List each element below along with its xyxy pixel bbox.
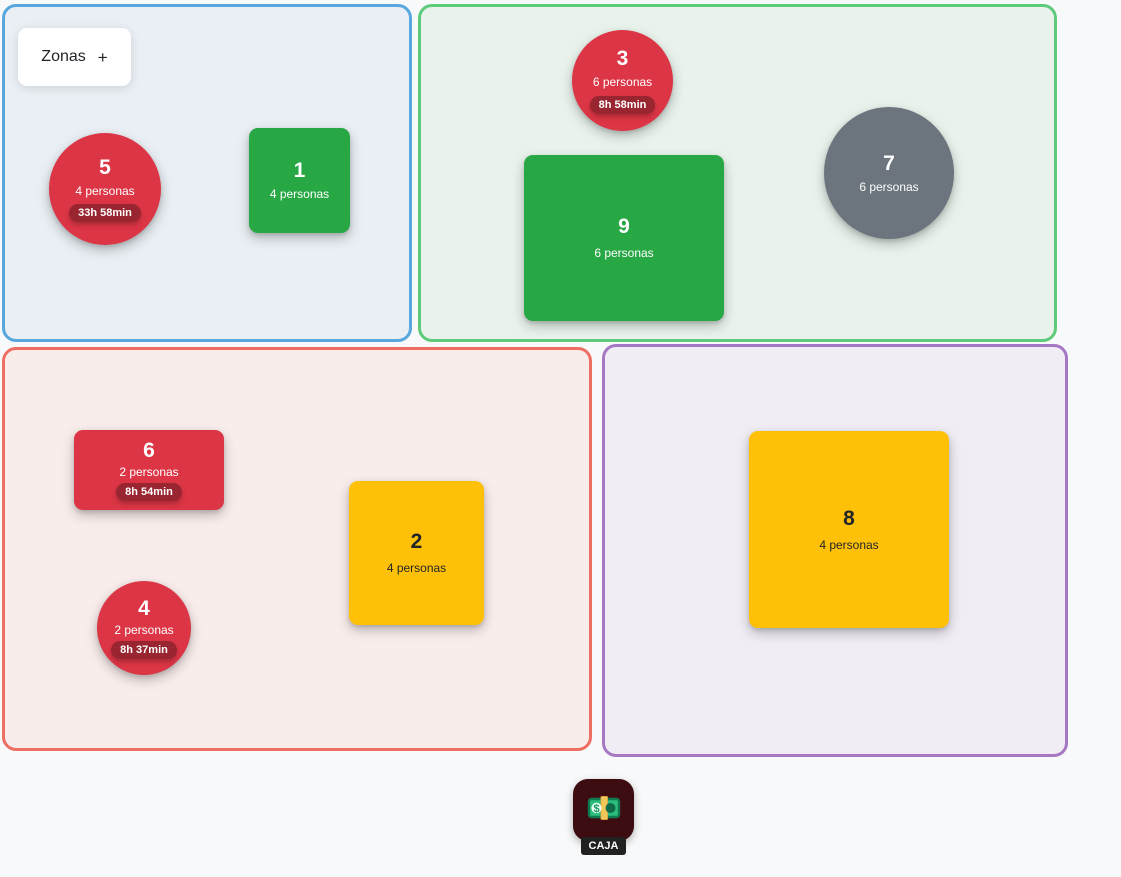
table-8[interactable]: 8 4 personas <box>749 431 949 628</box>
table-capacity: 6 personas <box>594 246 654 261</box>
table-5[interactable]: 5 4 personas 33h 58min <box>49 133 161 245</box>
zone-top-right <box>418 4 1057 342</box>
table-capacity: 4 personas <box>269 187 330 202</box>
table-capacity: 4 personas <box>386 561 447 576</box>
table-9[interactable]: 9 6 personas <box>524 155 724 321</box>
table-7[interactable]: 7 6 personas <box>824 107 954 239</box>
caja-button[interactable]: $ <box>573 779 634 841</box>
svg-text:$: $ <box>593 803 599 815</box>
table-number: 5 <box>99 155 111 179</box>
elapsed-time-badge: 33h 58min <box>69 204 141 223</box>
add-zone-button[interactable]: + <box>97 47 108 67</box>
table-capacity: 2 personas <box>119 464 179 479</box>
table-number: 1 <box>293 159 306 183</box>
table-capacity: 6 personas <box>859 179 919 194</box>
table-capacity: 6 personas <box>592 75 653 90</box>
table-6[interactable]: 6 2 personas 8h 54min <box>74 430 224 510</box>
table-capacity: 4 personas <box>75 183 135 198</box>
caja-station: $ CAJA <box>571 779 636 856</box>
table-number: 7 <box>883 151 895 175</box>
table-4[interactable]: 4 2 personas 8h 37min <box>97 581 191 675</box>
money-banknote-icon: $ <box>585 789 623 832</box>
elapsed-time-badge: 8h 37min <box>111 641 177 660</box>
elapsed-time-badge: 8h 54min <box>116 483 182 502</box>
zones-panel: Zonas + <box>18 28 131 86</box>
caja-label: CAJA <box>580 837 627 856</box>
table-number: 4 <box>138 596 150 620</box>
table-3[interactable]: 3 6 personas 8h 58min <box>572 30 673 131</box>
elapsed-time-badge: 8h 58min <box>589 95 656 114</box>
table-2[interactable]: 2 4 personas <box>349 481 484 625</box>
table-number: 8 <box>843 506 855 530</box>
table-number: 2 <box>410 530 423 554</box>
table-capacity: 2 personas <box>114 622 174 637</box>
zones-panel-title: Zonas <box>41 48 86 65</box>
zone-bottom-left <box>2 347 592 751</box>
table-number: 3 <box>616 47 629 71</box>
table-capacity: 4 personas <box>819 537 879 552</box>
table-1[interactable]: 1 4 personas <box>249 128 350 233</box>
table-number: 6 <box>143 438 155 462</box>
table-number: 9 <box>618 215 630 239</box>
